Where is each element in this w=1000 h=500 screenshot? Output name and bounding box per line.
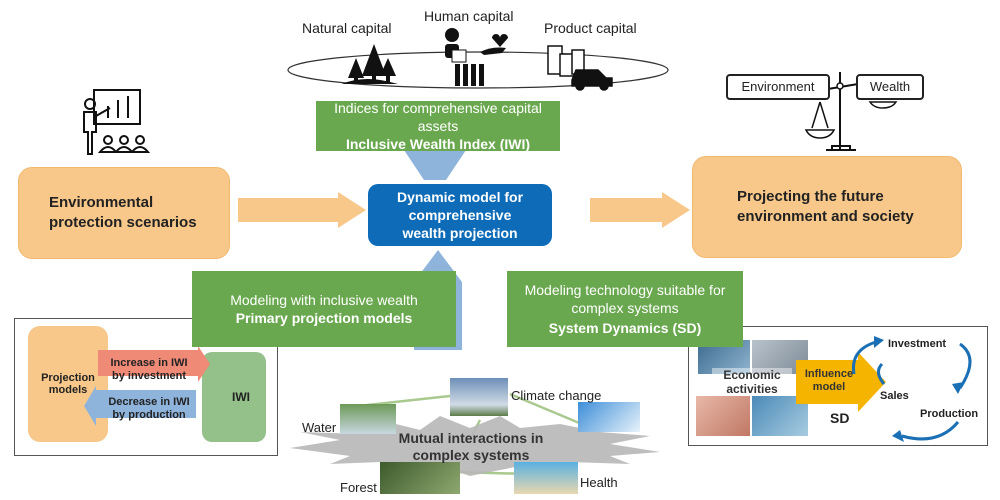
environment-label: Environment <box>726 74 830 100</box>
sales-label: Sales <box>880 390 909 402</box>
sd-label: SD <box>830 410 850 426</box>
environmental-scenarios-box: Environmental protection scenarios <box>18 167 230 259</box>
iwi-arrows <box>84 346 210 426</box>
sd-line1: Modeling technology suitable for <box>524 282 726 298</box>
mutual-interactions-label: Mutual interactions in complex systems <box>398 430 544 463</box>
decrease-arrow <box>84 386 196 426</box>
increase-arrow <box>98 346 210 382</box>
investment-label: Investment <box>888 338 947 350</box>
dynamic-model-box: Dynamic model for comprehensive wealth p… <box>368 184 552 246</box>
center-line1: Dynamic model for <box>396 189 524 205</box>
influence-model-label: Influence model <box>804 368 854 393</box>
increase-label: Increase in IWI by investment <box>110 357 188 382</box>
arrow-center-to-right <box>590 192 690 228</box>
sd-line3: System Dynamics (SD) <box>548 320 702 336</box>
primary-line2: Primary projection models <box>235 310 413 326</box>
left-box-line2: protection scenarios <box>49 214 197 231</box>
economic-photo-3 <box>696 396 750 436</box>
decrease-label: Decrease in IWI by production <box>108 396 190 421</box>
health-photo <box>514 462 578 494</box>
iwi-box-line2: Inclusive Wealth Index (IWI) <box>345 136 531 152</box>
projection-models-box: Projection models <box>28 326 108 442</box>
right-box-line2: environment and society <box>737 208 914 225</box>
center-line2: comprehensive <box>408 207 512 223</box>
projecting-future-box: Projecting the future environment and soc… <box>692 156 962 258</box>
iwi-small-label: IWI <box>232 390 250 404</box>
projection-models-label: Projection models <box>41 372 95 396</box>
economic-activities-label: Economic activities <box>712 368 792 396</box>
right-box-line1: Projecting the future <box>737 188 884 205</box>
presenter-icon <box>83 89 151 155</box>
scale-icon <box>804 72 898 151</box>
city-photo <box>578 402 640 432</box>
climate-change-label: Climate change <box>511 388 602 403</box>
left-box-line1: Environmental <box>49 194 154 211</box>
production-label: Production <box>920 408 979 420</box>
human-capital-label: Human capital <box>424 8 514 24</box>
influence-arrow <box>796 352 886 412</box>
water-label: Water <box>302 420 337 435</box>
primary-models-box: Modeling with inclusive wealth Primary p… <box>192 271 456 347</box>
climate-photo <box>450 378 508 416</box>
product-capital-label: Product capital <box>544 20 637 36</box>
wealth-label: Wealth <box>856 74 924 100</box>
iwi-box-line1: Indices for comprehensive capital assets <box>334 100 542 134</box>
arrow-left-to-center <box>238 192 366 228</box>
iwi-box: Indices for comprehensive capital assets… <box>316 100 560 152</box>
system-dynamics-box: Modeling technology suitable for complex… <box>507 271 743 347</box>
health-label: Health <box>580 475 618 490</box>
sd-line2: complex systems <box>571 300 679 316</box>
water-photo <box>340 404 396 434</box>
sd-cycle-arrows <box>851 336 972 442</box>
natural-capital-label: Natural capital <box>302 20 392 36</box>
center-line3: wealth projection <box>402 225 518 241</box>
forest-photo <box>380 462 460 494</box>
forest-label: Forest <box>340 480 377 495</box>
iwi-small-box: IWI <box>202 352 266 442</box>
primary-line1: Modeling with inclusive wealth <box>230 292 418 308</box>
